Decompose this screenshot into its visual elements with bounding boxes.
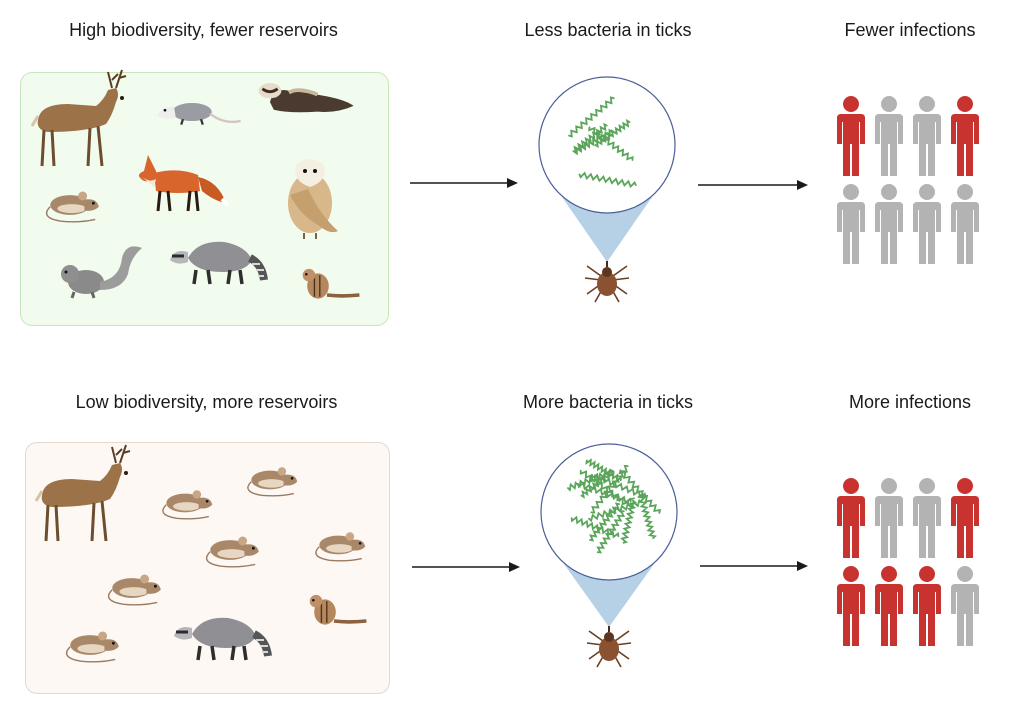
person-healthy-icon: [875, 96, 903, 176]
chipmunk-icon: [309, 594, 367, 625]
arrow-3: [412, 562, 520, 572]
person-healthy-icon: [875, 478, 903, 558]
bacteria-low: [567, 458, 662, 554]
mouse-icon: [107, 574, 161, 606]
ferret-icon: [258, 83, 354, 113]
person-healthy-icon: [913, 96, 941, 176]
person-infected-icon: [951, 478, 979, 558]
person-infected-icon: [837, 96, 865, 176]
magnifier-low: [540, 443, 678, 668]
person-healthy-icon: [875, 184, 903, 264]
person-infected-icon: [875, 566, 903, 646]
person-healthy-icon: [913, 478, 941, 558]
high-biodiversity-label: High biodiversity, fewer reservoirs: [69, 20, 338, 40]
fewer-infections-label: Fewer infections: [844, 20, 976, 40]
tick-icon: [584, 261, 630, 303]
mouse-icon: [205, 536, 259, 568]
person-infected-icon: [837, 566, 865, 646]
more-bacteria-label: More bacteria in ticks: [522, 392, 694, 412]
person-infected-icon: [837, 478, 865, 558]
mouse-icon: [162, 490, 213, 520]
less-bacteria-label: Less bacteria in ticks: [524, 20, 692, 40]
arrow-2: [698, 180, 808, 190]
raccoon-icon: [170, 241, 268, 285]
squirrel-icon: [61, 246, 142, 299]
chipmunk-icon: [302, 268, 360, 299]
person-infected-icon: [951, 96, 979, 176]
opossum-icon: [157, 103, 241, 125]
arrow-4: [700, 561, 808, 571]
person-healthy-icon: [951, 184, 979, 264]
person-healthy-icon: [837, 184, 865, 264]
owl-icon: [288, 159, 338, 239]
deer-icon: [34, 444, 131, 542]
magnifier-high: [538, 76, 676, 303]
person-infected-icon: [913, 566, 941, 646]
bacteria-high: [568, 96, 637, 189]
low-biodiversity-label: Low biodiversity, more reservoirs: [75, 392, 338, 412]
tick-icon: [586, 626, 632, 668]
arrow-1: [410, 178, 518, 188]
person-healthy-icon: [951, 566, 979, 646]
mouse-icon: [45, 191, 99, 223]
raccoon-icon: [174, 617, 272, 661]
mouse-icon: [65, 631, 119, 663]
more-infections-label: More infections: [848, 392, 972, 412]
fox-icon: [139, 155, 230, 212]
deer-icon: [30, 69, 127, 167]
person-healthy-icon: [913, 184, 941, 264]
mouse-icon: [315, 532, 366, 562]
mouse-icon: [247, 467, 298, 497]
